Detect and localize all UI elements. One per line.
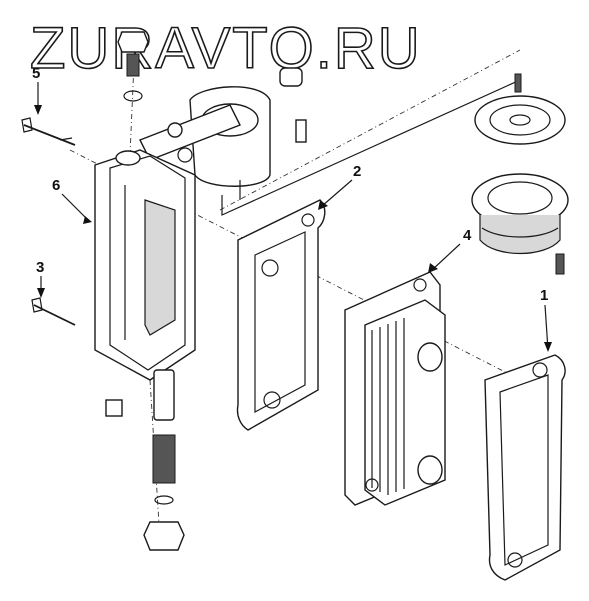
oil-cooler-core-icon [344,271,446,506]
cooler-housing-icon [94,147,196,381]
thermostat-disc-icon [471,73,569,275]
short-bolt-icon [31,297,76,326]
callout-5: 5 [32,65,40,82]
callout-6: 6 [52,177,60,194]
watermark-text: ZURAVTO.RU [30,16,422,81]
gasket-inner-icon [236,199,326,431]
callout-4: 4 [463,227,472,244]
callout-2: 2 [353,163,361,180]
callouts: 1 2 3 4 5 6 [32,65,552,352]
drain-fittings-icon [105,369,185,551]
top-plug-icon [117,31,149,102]
callout-3: 3 [36,259,44,276]
callout-1: 1 [540,287,548,304]
thermostat-bracket-icon [139,67,521,216]
gasket-outer-icon [484,354,566,581]
long-bolt-icon [21,117,76,146]
